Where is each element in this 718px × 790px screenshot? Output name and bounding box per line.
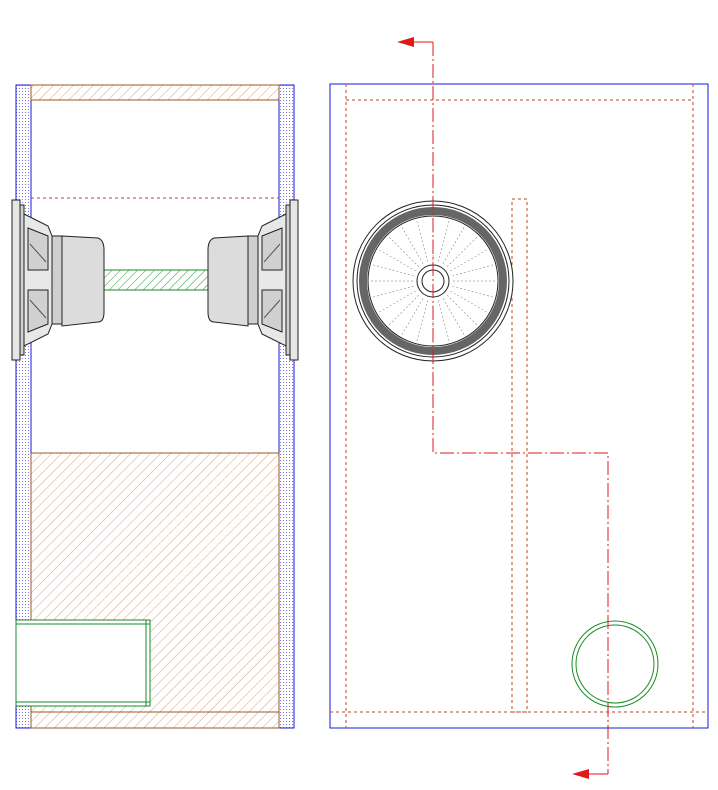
cone-ray (450, 249, 487, 272)
cone-ray (442, 227, 465, 264)
cone-ray (388, 236, 420, 268)
cone-ray (379, 290, 416, 313)
cone-ray (446, 236, 478, 268)
cone-ray (373, 264, 414, 277)
hidden-edges (330, 84, 708, 728)
bass-port-icon (15, 619, 151, 707)
cone-ray (452, 264, 493, 277)
section-cut-line (412, 41, 609, 775)
top-panel (30, 84, 280, 101)
cone-ray (379, 249, 416, 272)
cone-ray (442, 298, 465, 335)
cone-ray (416, 221, 429, 262)
right-side-panel (278, 84, 295, 729)
cone-ray (388, 294, 420, 326)
cone-ray (446, 294, 478, 326)
cone-ray (437, 221, 450, 262)
woofer-icon (207, 199, 299, 361)
section-view (11, 84, 299, 729)
internal-brace (511, 198, 528, 713)
cone-ray (437, 300, 450, 341)
bottom-panel (30, 711, 280, 729)
front-view (329, 83, 709, 729)
cone-ray (416, 300, 429, 341)
cone-ray (401, 298, 424, 335)
cone-ray (452, 285, 493, 298)
cone-ray (401, 227, 424, 264)
bass-port-icon (571, 620, 659, 708)
section-arrow-icon (397, 37, 414, 47)
section-arrow-icon (572, 769, 589, 779)
cone-ray (450, 290, 487, 313)
woofer-icon (11, 199, 105, 361)
cone-ray (373, 285, 414, 298)
front-baffle-outline (329, 83, 709, 729)
brace-rod (102, 269, 210, 291)
